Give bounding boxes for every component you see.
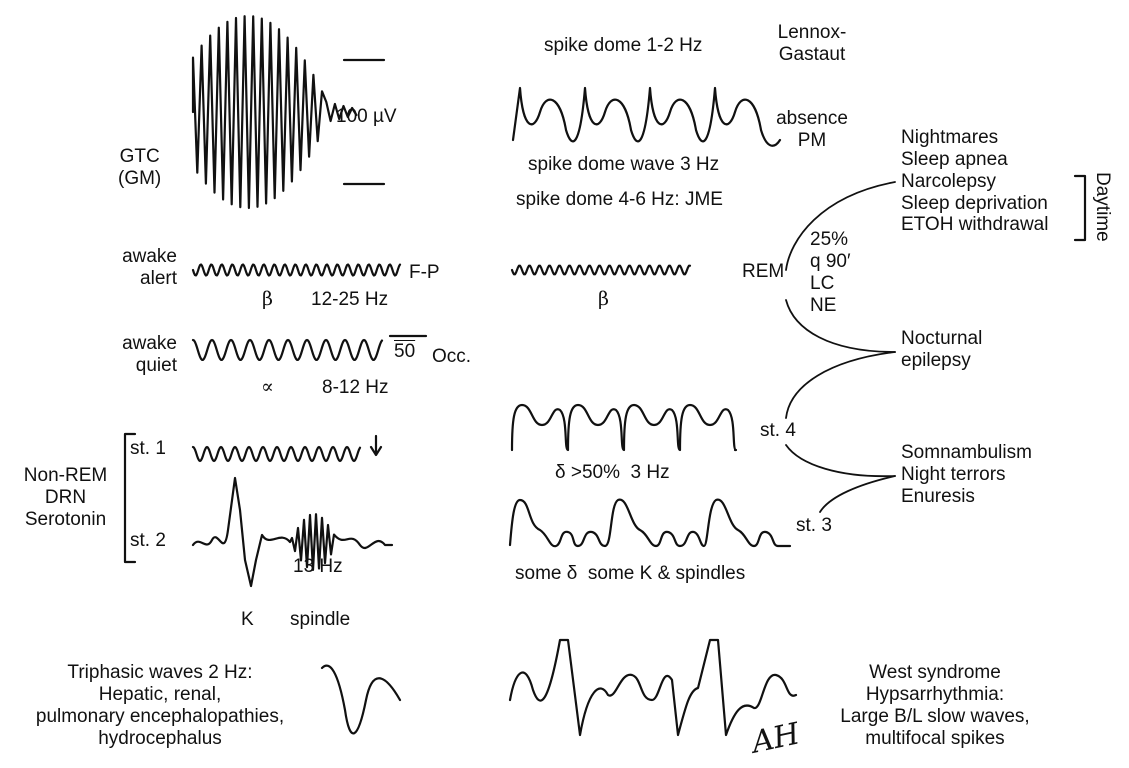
stage2-label: st. 2	[130, 530, 166, 551]
lennox-gastaut-label: Lennox- Gastaut	[777, 22, 847, 65]
awake-alert-label: awake alert	[122, 246, 177, 289]
gtc-burst-trace	[191, 15, 358, 210]
spindle-label: spindle	[290, 609, 351, 630]
stage2-trace	[191, 476, 394, 588]
triphasic-label: Triphasic waves 2 Hz: Hepatic, renal, pu…	[35, 662, 285, 749]
spike-dome-wave-3-label: spike dome wave 3 Hz	[528, 154, 720, 175]
nocturnal-epilepsy-label: Nocturnal epilepsy	[901, 328, 983, 371]
spike-dome-trace	[511, 86, 782, 147]
nonrem-bracket	[123, 432, 137, 564]
k-complex-label: K	[241, 609, 254, 630]
daytime-disorders-list: Nightmares Sleep apnea Narcolepsy Sleep …	[901, 127, 1049, 236]
west-syndrome-label: West syndrome Hypsarrhythmia: Large B/L …	[840, 662, 1030, 749]
awake-quiet-label: awake quiet	[122, 333, 177, 376]
beta-symbol-left: β	[262, 288, 273, 310]
nonrem-label: Non-REM DRN Serotonin	[23, 465, 108, 530]
alpha-symbol: ∝	[261, 376, 274, 398]
stage3-label: st. 3	[796, 515, 832, 536]
stage4-label: st. 4	[760, 420, 796, 441]
thirteen-hz-label: 13 Hz	[293, 556, 343, 577]
alpha-trace	[191, 338, 384, 361]
stage1-trace	[191, 445, 362, 463]
st4-arc-bottom	[785, 444, 896, 478]
rem-label: REM	[742, 261, 785, 282]
absence-label: absence PM	[776, 108, 848, 151]
beta-hz-label: 12-25 Hz	[311, 289, 389, 310]
gtc-label: GTC (GM)	[118, 146, 162, 189]
uv-scale-label: 100 µV	[336, 106, 397, 127]
occ-label: Occ.	[432, 346, 472, 367]
beta-symbol-right: β	[598, 288, 609, 310]
daytime-bracket	[1073, 174, 1087, 242]
beta-trace-left	[191, 263, 402, 277]
rem-notes: 25% q 90′ LC NE	[810, 229, 851, 316]
alpha-hz-label: 8-12 Hz	[322, 377, 389, 398]
spike-dome-46-label: spike dome 4-6 Hz: JME	[516, 189, 723, 210]
delta-stage4-trace	[510, 403, 738, 452]
triphasic-trace	[320, 664, 402, 735]
spike-dome-12-label: spike dome 1-2 Hz	[544, 35, 703, 56]
some-delta-label: some δ some K & spindles	[515, 563, 746, 584]
st4-arc-top	[785, 351, 896, 419]
daytime-label: Daytime	[1092, 172, 1113, 242]
parasomnia-list: Somnambulism Night terrors Enuresis	[901, 442, 1032, 507]
hypsarrhythmia-trace	[508, 638, 798, 737]
beta-trace-right	[510, 264, 692, 276]
fp-label: F-P	[409, 262, 440, 283]
rem-arc-bottom	[785, 299, 896, 353]
delta-label: δ >50% 3 Hz	[555, 462, 670, 483]
st3-arc	[819, 475, 896, 513]
stage1-arrow	[369, 434, 383, 457]
fifty-scale-label: 50	[394, 341, 416, 362]
rem-arc-top	[785, 181, 896, 271]
stage1-label: st. 1	[130, 438, 166, 459]
stage3-trace	[508, 498, 792, 548]
